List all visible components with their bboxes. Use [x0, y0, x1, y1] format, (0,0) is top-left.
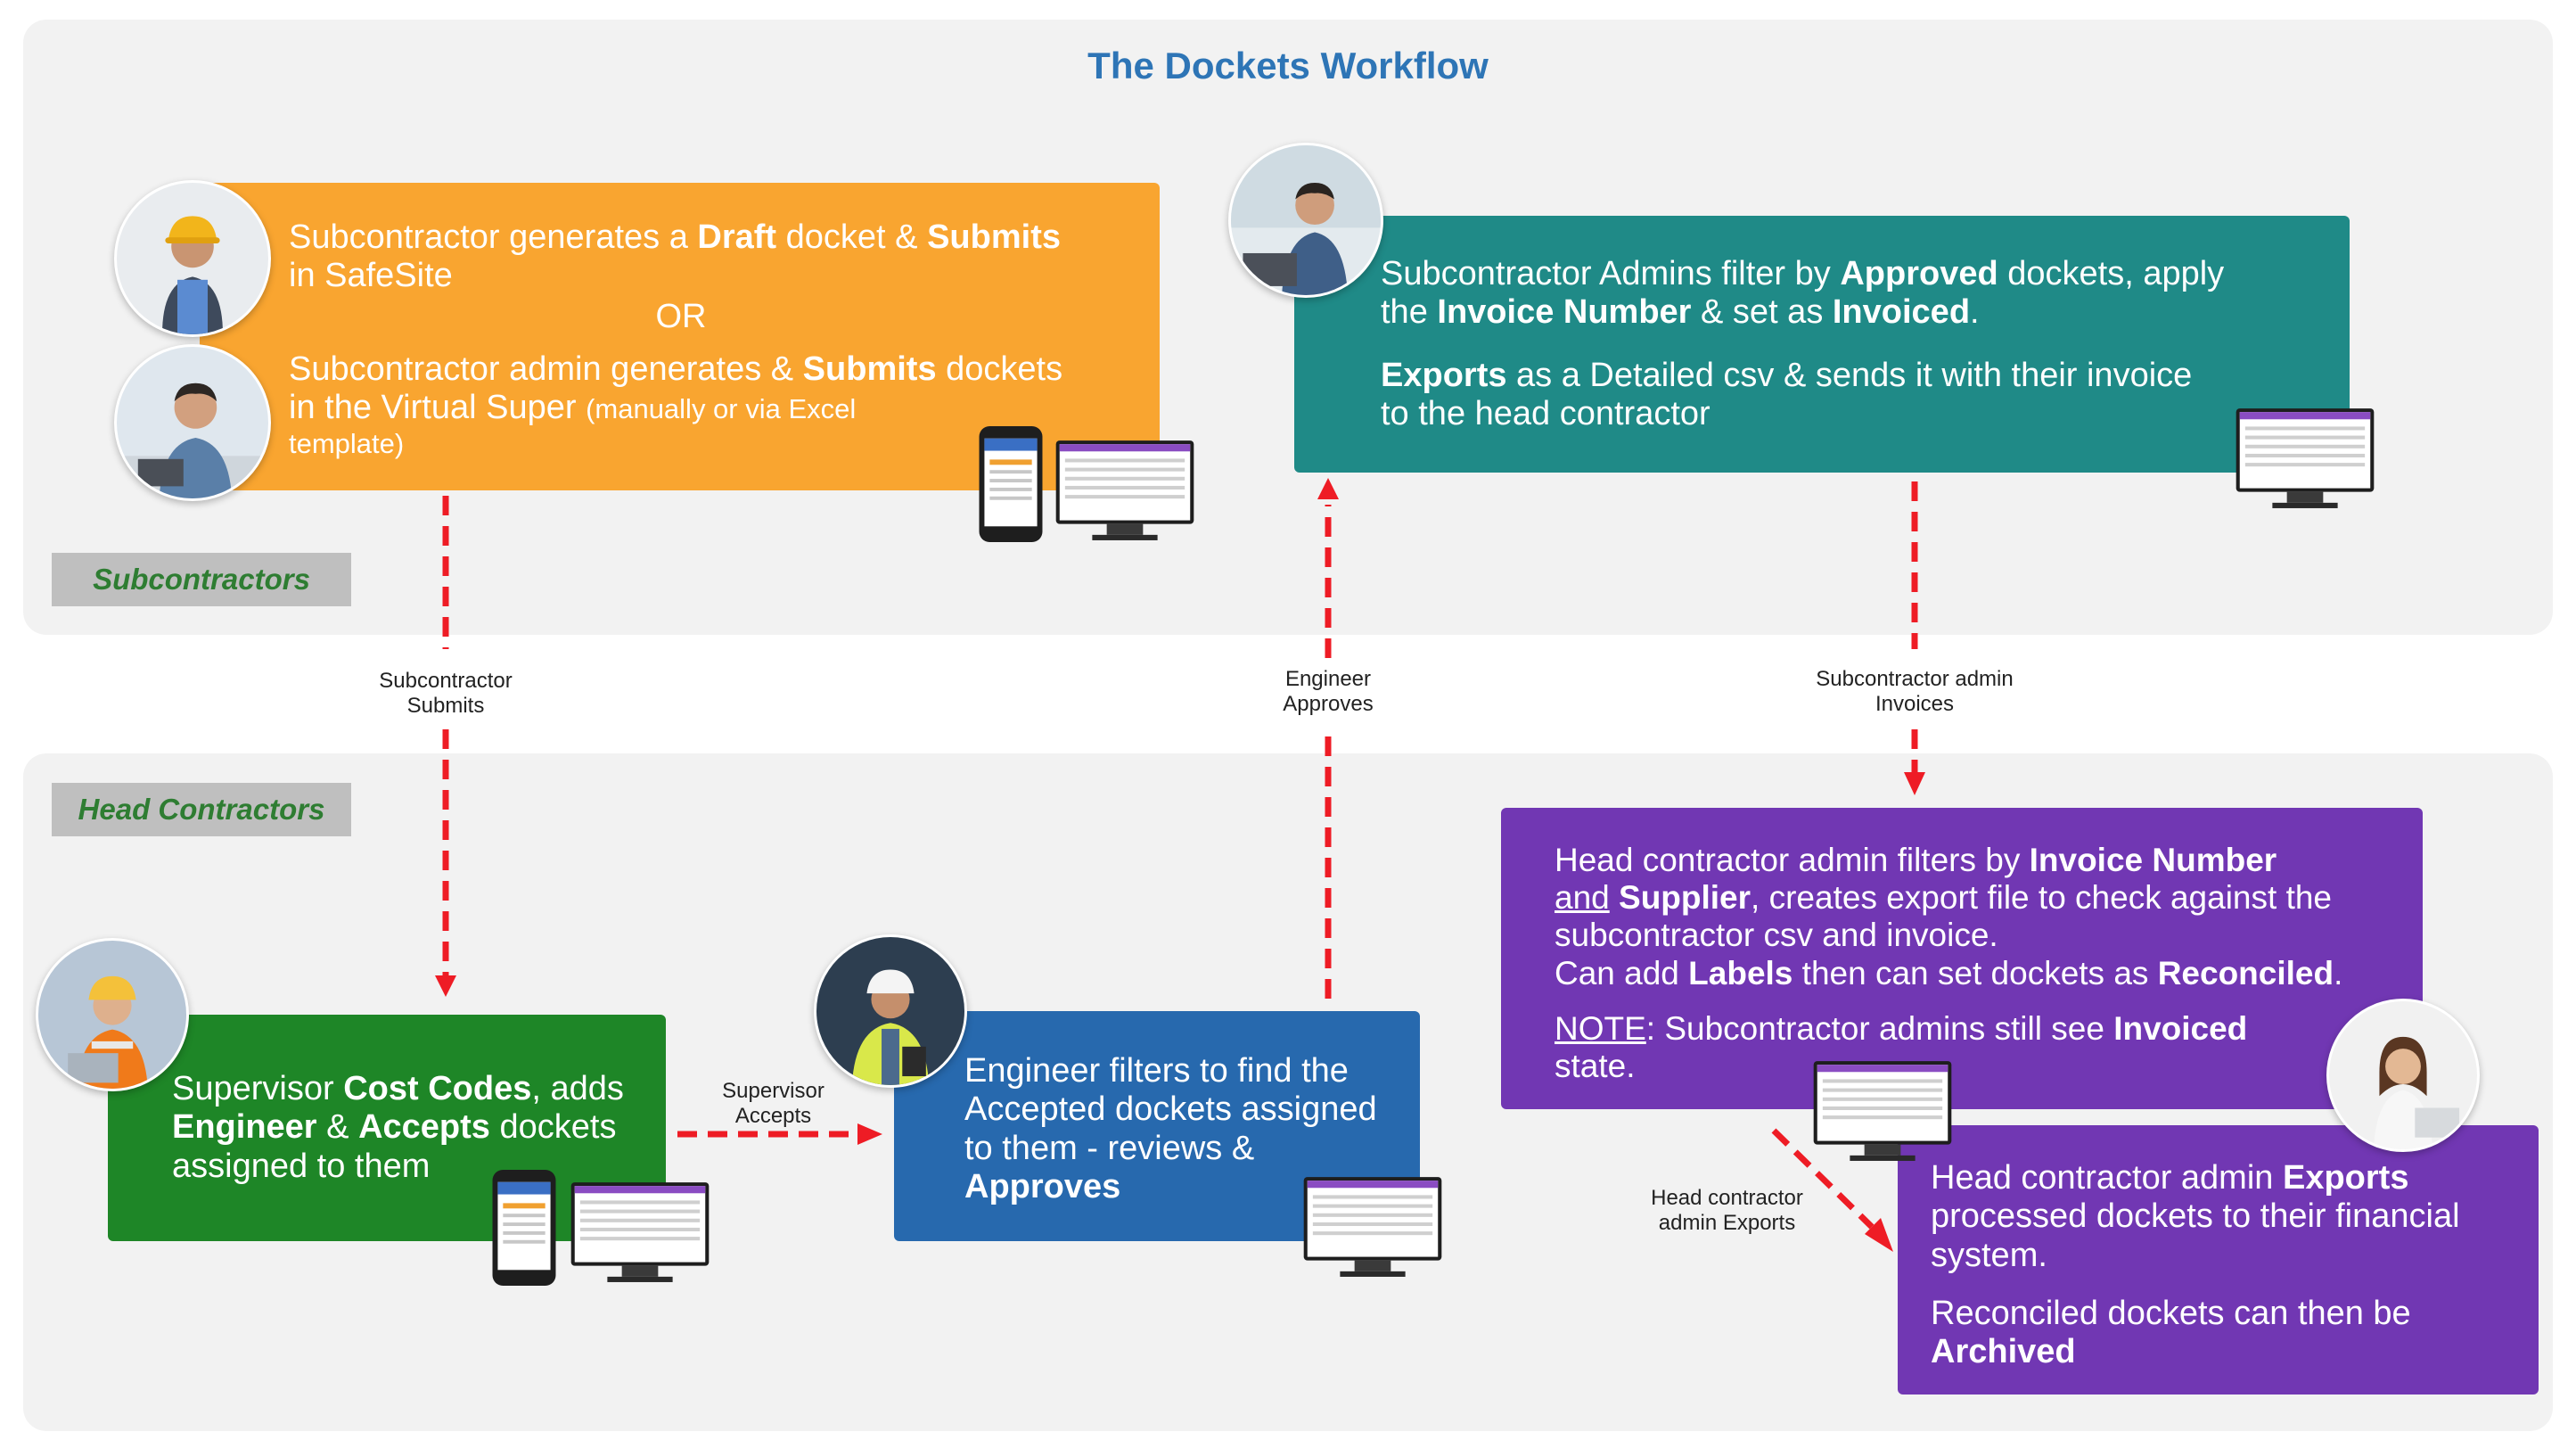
diagram-title: The Dockets Workflow	[1087, 45, 1489, 86]
arrowhead-head-exports	[1865, 1218, 1893, 1252]
arrowhead-eng-approves	[1317, 478, 1339, 499]
step-subcontractor-invoice: Subcontractor Admins filter by Approved …	[1294, 216, 2350, 473]
lane-label-head-contractors: Head Contractors	[52, 783, 351, 836]
monitor-icon	[567, 1179, 713, 1284]
subcontractor-admin-laptop-avatar	[1228, 143, 1383, 298]
worker-hardhat-avatar	[114, 180, 271, 337]
monitor-icon	[1300, 1173, 1446, 1279]
supervisor-avatar	[36, 938, 189, 1091]
lane-label-subcontractors: Subcontractors	[52, 553, 351, 606]
phone-icon	[488, 1166, 560, 1289]
arrow-head-exports	[1771, 1128, 1875, 1230]
arrowhead-sub-submits	[435, 975, 456, 997]
monitor-icon	[2232, 405, 2378, 510]
monitor-icon	[1052, 437, 1198, 542]
engineer-avatar	[814, 934, 967, 1088]
phone-icon	[975, 423, 1046, 546]
monitor-icon	[1809, 1057, 1956, 1163]
step-supervisor-accept: Supervisor Cost Codes, adds Engineer & A…	[108, 1015, 666, 1241]
step-head-reconcile: Head contractor admin filters by Invoice…	[1501, 808, 2423, 1109]
step-engineer-approve: Engineer filters to find the Accepted do…	[894, 1011, 1420, 1241]
arrowhead-sub-invoices	[1904, 772, 1925, 795]
arrowhead-sup-accepts	[857, 1123, 882, 1145]
or-separator: OR	[655, 297, 707, 335]
head-contractor-admin-avatar	[2326, 999, 2480, 1152]
subcontractor-admin-avatar	[114, 344, 271, 501]
step-head-export: Head contractor admin Exports processed …	[1898, 1125, 2539, 1395]
